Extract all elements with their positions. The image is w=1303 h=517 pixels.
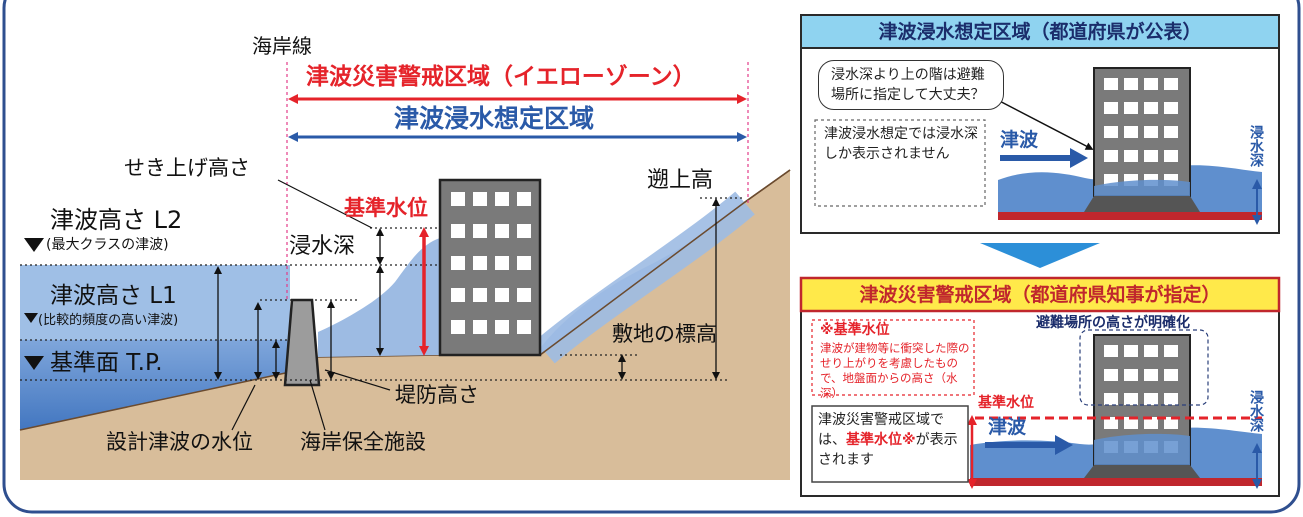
coastal-facility-label: 海岸保全施設 <box>300 430 426 454</box>
building-window <box>1104 345 1118 357</box>
building-window <box>495 256 509 270</box>
clarify-label: 避難場所の高さが明確化 <box>1036 315 1190 331</box>
datum-label: 基準面 T.P. <box>50 350 163 376</box>
panel-bottom <box>799 276 1281 497</box>
building-window <box>495 320 509 334</box>
box-text-1: 津波災害警戒区域では、 <box>818 412 944 448</box>
note-body: 津波が建物等に衝突した際のせり上がりを考慮したもので、地盤面からの高さ（水深） <box>820 341 970 400</box>
display-note-box: 津波災害警戒区域では、基準水位※が表示されます <box>818 410 968 470</box>
building-window <box>517 320 531 334</box>
building-window <box>451 224 465 238</box>
building-window <box>1144 345 1158 357</box>
inundation-zone-label: 津波浸水想定区域 <box>394 104 595 133</box>
warning-zone-label: 津波災害警戒区域（イエローゾーン） <box>306 64 696 90</box>
l1-note: (比較的頻度の高い津波) <box>38 313 179 328</box>
runup-height-label: せき上げ高さ <box>124 156 250 180</box>
building-window <box>495 288 509 302</box>
building-window <box>1164 417 1178 429</box>
building-window <box>517 288 531 302</box>
building-window <box>1124 393 1138 405</box>
building-window <box>1104 150 1118 162</box>
panel-bottom-tsunami-label: 津波 <box>988 416 1027 438</box>
panel-top-title: 津波浸水想定区域（都道府県が公表） <box>878 21 1202 43</box>
building-window <box>1104 417 1118 429</box>
building-window <box>1164 102 1178 114</box>
panel-top-note: 津波浸水想定では浸水深しか表示されません <box>824 126 978 162</box>
panel-bottom-depth-label: 浸水深 <box>1248 390 1264 432</box>
building-window <box>473 256 487 270</box>
building-window <box>1104 126 1118 138</box>
building-window <box>451 288 465 302</box>
coastline-label: 海岸線 <box>252 34 312 58</box>
building-window <box>1104 393 1118 405</box>
standard-level-small-label: 基準水位 <box>978 395 1034 411</box>
building-window <box>1124 150 1138 162</box>
building-window <box>1144 393 1158 405</box>
building-window <box>473 288 487 302</box>
building-window <box>1124 417 1138 429</box>
levee-height-label: 堤防高さ <box>395 383 479 407</box>
building-window <box>451 256 465 270</box>
building-window <box>1124 345 1138 357</box>
levee <box>283 298 321 387</box>
building-window <box>1164 393 1178 405</box>
building-window <box>1164 369 1178 381</box>
panel-bottom-title: 津波災害警戒区域（都道府県知事が指定） <box>859 284 1221 306</box>
building-window <box>1144 102 1158 114</box>
building-window <box>451 192 465 206</box>
l2-note: (最大クラスの津波) <box>46 237 169 253</box>
building-window <box>1104 369 1118 381</box>
building-window <box>517 256 531 270</box>
building-window <box>1124 78 1138 90</box>
building-window <box>517 192 531 206</box>
building-window <box>495 192 509 206</box>
building-window <box>1144 369 1158 381</box>
box-highlight: 基準水位※ <box>846 432 916 448</box>
building-window <box>1144 78 1158 90</box>
question-bubble: 浸水深より上の階は避難場所に指定して大丈夫？ <box>818 60 1004 110</box>
building-window <box>1104 78 1118 90</box>
inundation-depth-label: 浸水深 <box>289 234 356 259</box>
building-window <box>1164 126 1178 138</box>
building-window <box>1164 78 1178 90</box>
down-arrow-icon <box>980 243 1100 268</box>
design-water-level-label: 設計津波の水位 <box>106 430 253 454</box>
standard-level-label: 基準水位 <box>344 196 428 220</box>
building-window <box>1144 126 1158 138</box>
building-window <box>1124 369 1138 381</box>
runup-elevation-label: 遡上高 <box>647 168 714 193</box>
box-text-2: が表示されます <box>818 432 958 468</box>
panel-top-tsunami-label: 津波 <box>1000 129 1039 151</box>
building-window <box>1144 150 1158 162</box>
building-window <box>1164 150 1178 162</box>
building-window <box>1124 126 1138 138</box>
tsunami-height-l2-label: 津波高さ L2 <box>50 206 183 234</box>
sea-upper <box>20 265 290 340</box>
building-window <box>473 192 487 206</box>
ground-elevation-label: 敷地の標高 <box>612 322 717 346</box>
cross-section <box>19 62 791 480</box>
tsunami-height-l1-label: 津波高さ L1 <box>50 283 177 309</box>
building-window <box>1164 345 1178 357</box>
building-window <box>1104 102 1118 114</box>
panel-top <box>800 14 1280 234</box>
note-title: ※基準水位 <box>820 322 890 338</box>
building <box>438 178 542 357</box>
panel-top-depth-label: 浸水深 <box>1248 125 1264 167</box>
building-window <box>517 224 531 238</box>
building-window <box>495 224 509 238</box>
building-window <box>1124 102 1138 114</box>
building-window <box>473 320 487 334</box>
building-window <box>473 224 487 238</box>
ground <box>20 170 790 480</box>
building-window <box>1144 417 1158 429</box>
building-window <box>451 320 465 334</box>
